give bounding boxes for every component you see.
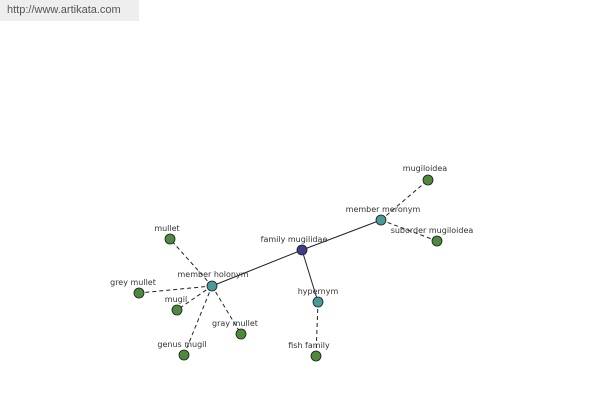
- node-marker-suborder-mugiloidea[interactable]: [431, 235, 443, 247]
- node-label-family-mugilidae[interactable]: family mugilidae: [261, 235, 328, 244]
- node-label-member-meronym[interactable]: member meronym: [346, 205, 421, 214]
- node-label-member-holonym[interactable]: member holonym: [177, 270, 248, 279]
- edge-member-holonym-to-mullet: [169, 238, 213, 287]
- node-label-fish-family[interactable]: fish family: [288, 341, 330, 350]
- node-marker-member-holonym[interactable]: [206, 280, 218, 292]
- node-label-suborder-mugiloidea[interactable]: suborder mugiloidea: [391, 226, 474, 235]
- node-label-genus-mugil[interactable]: genus mugil: [157, 340, 206, 349]
- node-member-meronym[interactable]: member meronym: [346, 205, 421, 226]
- node-grey-mullet[interactable]: grey mullet: [110, 278, 156, 299]
- edge-member-holonym-to-mugil: [176, 285, 213, 311]
- node-marker-mugil[interactable]: [171, 304, 183, 316]
- node-marker-mullet[interactable]: [164, 233, 176, 245]
- node-suborder-mugiloidea[interactable]: suborder mugiloidea: [391, 226, 474, 247]
- edge-member-holonym-to-grey-mullet: [138, 285, 213, 294]
- edge-member-meronym-to-suborder-mugiloidea: [380, 219, 438, 242]
- node-label-mugiloidea[interactable]: mugiloidea: [403, 164, 448, 173]
- node-gray-mullet[interactable]: gray mullet: [212, 319, 258, 340]
- node-genus-mugil[interactable]: genus mugil: [157, 340, 207, 361]
- node-marker-hypernym[interactable]: [312, 296, 324, 308]
- node-hypernym[interactable]: hypernym: [298, 287, 339, 308]
- node-label-grey-mullet[interactable]: grey mullet: [110, 278, 156, 287]
- node-family-mugilidae[interactable]: family mugilidae: [261, 235, 328, 256]
- node-marker-fish-family[interactable]: [310, 350, 322, 362]
- node-label-gray-mullet[interactable]: gray mullet: [212, 319, 258, 328]
- edge-member-meronym-to-mugiloidea: [380, 179, 429, 221]
- node-marker-gray-mullet[interactable]: [235, 328, 247, 340]
- node-label-mullet[interactable]: mullet: [154, 224, 179, 233]
- node-marker-mugiloidea[interactable]: [422, 174, 434, 186]
- nodes-layer: family mugilidae member meronym member hol…: [110, 164, 474, 362]
- node-member-holonym[interactable]: member holonym: [177, 270, 249, 292]
- edge-family-mugilidae-to-member-meronym: [301, 219, 382, 251]
- edges-layer: [138, 179, 438, 357]
- edge-member-holonym-to-genus-mugil: [183, 285, 213, 356]
- edge-member-holonym-to-gray-mullet: [211, 285, 242, 335]
- node-marker-grey-mullet[interactable]: [133, 287, 145, 299]
- node-label-hypernym[interactable]: hypernym: [298, 287, 339, 296]
- node-marker-family-mugilidae[interactable]: [296, 244, 308, 256]
- node-mugiloidea[interactable]: mugiloidea: [403, 164, 448, 186]
- node-marker-genus-mugil[interactable]: [178, 349, 190, 361]
- node-marker-member-meronym[interactable]: [375, 214, 387, 226]
- site-url-label: http://www.artikata.com: [0, 0, 139, 21]
- node-fish-family[interactable]: fish family: [288, 341, 330, 362]
- edge-hypernym-to-fish-family: [315, 301, 319, 357]
- node-mullet[interactable]: mullet: [154, 224, 180, 245]
- node-mugil[interactable]: mugil: [165, 295, 187, 316]
- edge-family-mugilidae-to-hypernym: [301, 249, 319, 303]
- edge-family-mugilidae-to-member-holonym: [211, 249, 303, 287]
- node-label-mugil[interactable]: mugil: [165, 295, 187, 304]
